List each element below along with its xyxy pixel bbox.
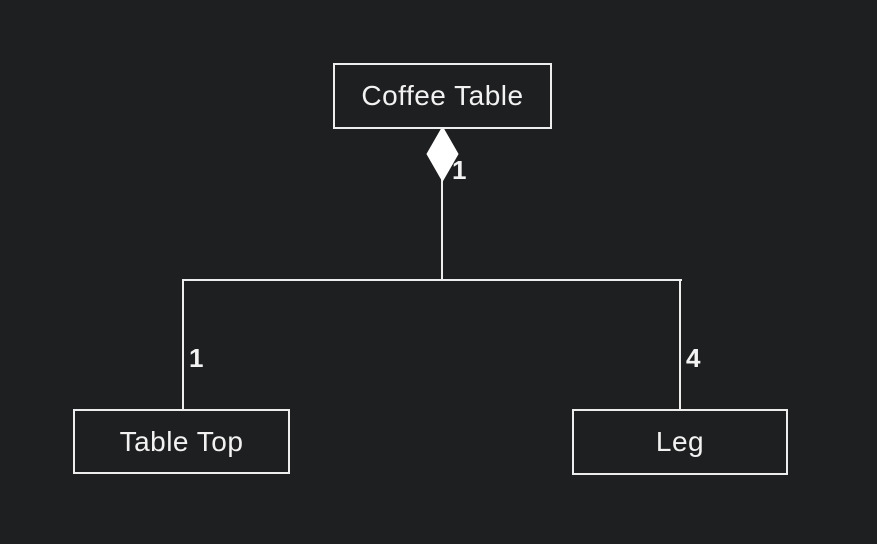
multiplicity-parent: 1 xyxy=(452,155,467,185)
edge-branch-left xyxy=(182,279,184,410)
node-leg[interactable]: Leg xyxy=(572,409,788,475)
composition-diamond-icon xyxy=(426,126,459,182)
node-table-top[interactable]: Table Top xyxy=(73,409,290,474)
node-coffee-table[interactable]: Coffee Table xyxy=(333,63,552,129)
edge-branch-right xyxy=(679,279,681,410)
multiplicity-leg: 4 xyxy=(686,343,701,373)
node-coffee-table-label: Coffee Table xyxy=(361,80,524,111)
node-table-top-label: Table Top xyxy=(119,425,244,457)
edge-branch-horizontal xyxy=(182,279,682,281)
edge-parent-stem xyxy=(441,176,443,280)
node-leg-label: Leg xyxy=(655,426,705,457)
multiplicity-table-top: 1 xyxy=(189,343,204,373)
